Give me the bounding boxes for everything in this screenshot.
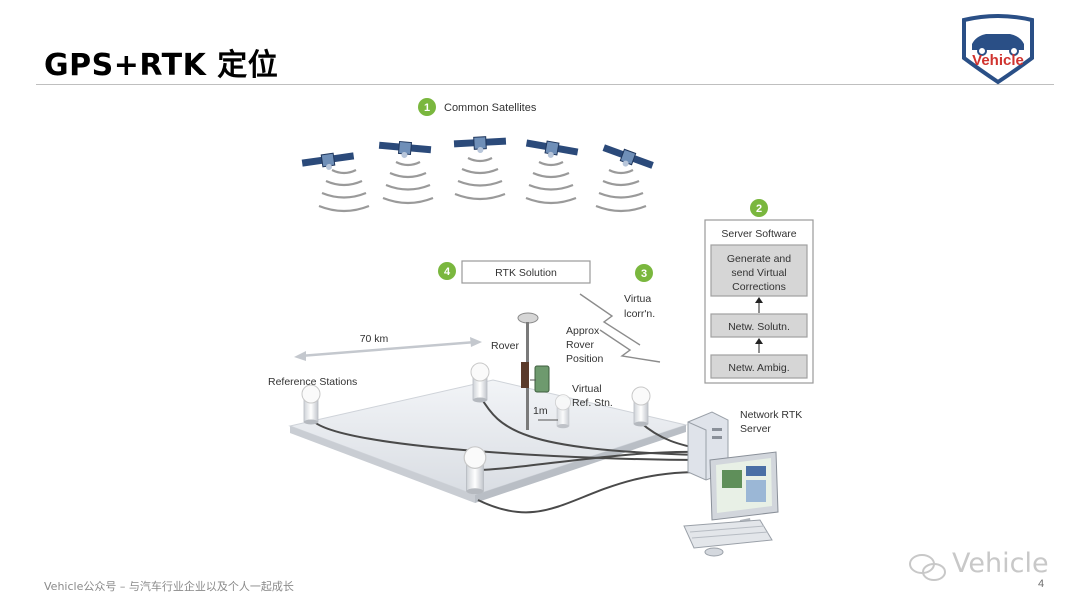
signal-waves-icon xyxy=(317,168,371,213)
arrow-up-icon xyxy=(755,297,763,303)
svg-text:lcorr'n.: lcorr'n. xyxy=(624,308,655,320)
distance-label: 70 km xyxy=(360,333,389,345)
network-rtk-label-1: Network RTK xyxy=(740,409,802,421)
watermark-text: Vehicle xyxy=(952,548,1049,579)
reference-station-icon xyxy=(631,386,651,427)
ground-platform xyxy=(288,379,688,496)
arrow-up-icon xyxy=(755,338,763,344)
wechat-icon xyxy=(909,554,946,581)
server-software-label: Server Software xyxy=(721,228,796,240)
satellite-icon xyxy=(300,149,356,175)
step-3: 3 Virtua lcorr'n. xyxy=(624,264,655,320)
logo-text: Vehicle xyxy=(972,52,1024,69)
signal-waves-icon xyxy=(524,160,578,205)
correction-signal-icon xyxy=(579,293,661,363)
reference-stations-label: Reference Stations xyxy=(268,376,357,388)
satellite-icon xyxy=(453,135,507,155)
netw-ambig-box xyxy=(710,354,808,379)
svg-text:Netw. Solutn.: Netw. Solutn. xyxy=(728,321,790,333)
svg-text:Generate and: Generate and xyxy=(727,253,791,265)
svg-text:1: 1 xyxy=(424,102,430,114)
slide-footer: Vehicle公众号 – 与汽车行业企业以及个人一起成长 xyxy=(44,580,294,593)
rtk-solution-box xyxy=(461,260,591,284)
approx-rover-label-3: Position xyxy=(566,353,604,365)
satellite-icon xyxy=(599,141,655,176)
distance-arrow: 70 km xyxy=(294,333,482,361)
approx-rover-label-2: Rover xyxy=(566,339,595,351)
generate-corrections-box xyxy=(710,244,808,297)
svg-text:4: 4 xyxy=(444,266,451,278)
keyboard-icon xyxy=(683,519,773,549)
one-m-label: 1m xyxy=(533,405,548,417)
step-badge-3 xyxy=(635,264,653,282)
server-software-panel: 2 Server Software Generate and send Virt… xyxy=(704,199,814,384)
satellite-group xyxy=(300,135,655,213)
svg-text:2: 2 xyxy=(756,203,762,215)
svg-text:3: 3 xyxy=(641,268,647,280)
reference-station-icon xyxy=(470,362,490,403)
signal-waves-icon xyxy=(453,156,507,201)
signal-waves-icon xyxy=(381,160,435,205)
rover-label: Rover xyxy=(491,340,520,352)
network-rtk-label-2: Server xyxy=(740,423,771,435)
step-badge-2 xyxy=(750,199,768,217)
svg-text:RTK Solution: RTK Solution xyxy=(495,267,557,279)
satellite-icon xyxy=(524,137,580,163)
common-satellites-label: Common Satellites xyxy=(444,102,537,114)
title-divider xyxy=(36,84,1054,85)
reference-station-icon xyxy=(463,446,487,495)
rover-icon xyxy=(517,312,550,430)
page-number: 4 xyxy=(1038,578,1045,590)
step-badge-1 xyxy=(418,98,436,116)
computer-monitor-icon xyxy=(709,451,779,532)
virtual-station-icon xyxy=(554,394,572,429)
satellite-icon xyxy=(377,139,432,161)
step-badge-4 xyxy=(438,262,456,280)
signal-waves-icon xyxy=(594,168,648,213)
svg-text:Virtua: Virtua xyxy=(624,293,651,305)
step-4: 4 RTK Solution xyxy=(438,260,591,284)
mouse-icon xyxy=(704,547,724,557)
svg-text:Netw. Ambig.: Netw. Ambig. xyxy=(728,362,789,374)
approx-rover-label-1: Approx xyxy=(566,325,600,337)
virtual-ref-label-1: Virtual xyxy=(572,383,602,395)
slide-title: GPS+RTK 定位 xyxy=(44,48,279,83)
svg-text:Corrections: Corrections xyxy=(732,281,786,293)
svg-text:send Virtual: send Virtual xyxy=(731,267,786,279)
step-1: 1 Common Satellites xyxy=(418,98,537,116)
netw-solutn-box xyxy=(710,313,808,338)
virtual-ref-label-2: Ref. Stn. xyxy=(572,397,613,409)
vehicle-logo: Vehicle xyxy=(962,14,1034,85)
reference-station-icon xyxy=(301,384,321,425)
